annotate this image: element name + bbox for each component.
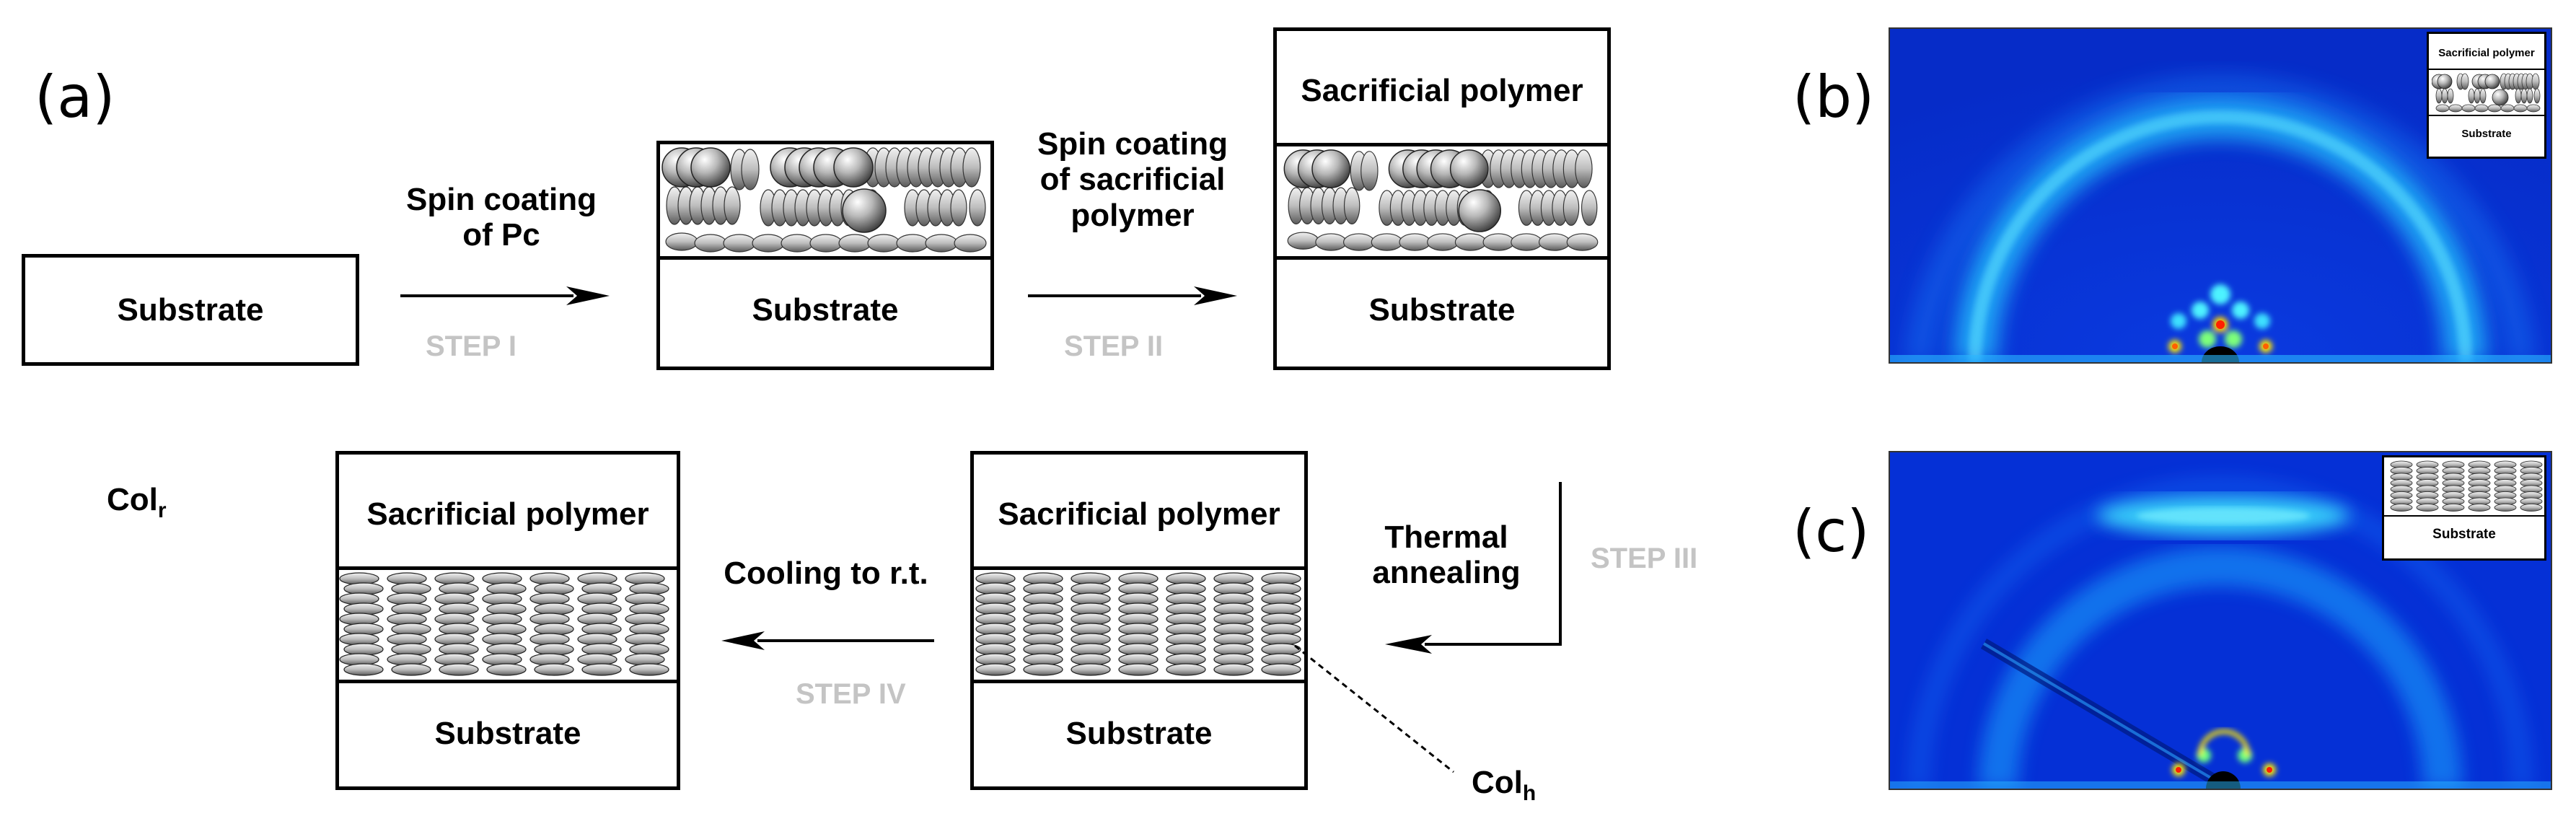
- polymer-divider: [339, 566, 677, 570]
- substrate-label: Substrate: [1065, 716, 1213, 751]
- disc-molecule: [2390, 504, 2413, 512]
- disordered-pc-illustration: [661, 147, 987, 253]
- substrate-divider: [660, 256, 990, 260]
- step3-arrow: [1385, 482, 1562, 654]
- substrate-label: Substrate: [752, 292, 899, 328]
- disc-molecule: [343, 663, 384, 676]
- step1-caption: Spin coating of Pc: [406, 182, 597, 253]
- substrate-label: Substrate: [1368, 292, 1516, 328]
- substrate-divider: [1277, 256, 1607, 260]
- giwaxs-pattern-c: Substrate: [1889, 451, 2552, 790]
- panel-label-c: (c): [1793, 498, 1870, 565]
- ordered-colh-layer: [974, 570, 1304, 678]
- colr-columns-illustration: [339, 572, 669, 676]
- giwaxs-image-c: [1890, 452, 2551, 789]
- pc-on-substrate-box: Substrate: [656, 141, 994, 370]
- sacrificial-polymer-label: Sacrificial polymer: [998, 496, 1280, 532]
- step1-label: STEP I: [426, 330, 516, 362]
- giwaxs-image-b: [1890, 29, 2551, 362]
- disc-molecule: [1213, 663, 1254, 676]
- annealed-colh-box: Sacrificial polymer Substrate: [970, 451, 1308, 790]
- substrate-divider: [974, 680, 1304, 683]
- step2-label: STEP II: [1064, 330, 1164, 362]
- sacrificial-polymer-label: Sacrificial polymer: [1301, 73, 1583, 108]
- inset-b-substrate-label: Substrate: [2461, 128, 2512, 140]
- inset-c: Substrate: [2382, 455, 2546, 561]
- polymer-divider: [974, 566, 1304, 570]
- disc-molecule: [534, 663, 574, 676]
- ordered-colr-layer: [339, 570, 677, 678]
- disordered-pc-illustration: [1283, 149, 1599, 251]
- disc-molecule: [2416, 504, 2439, 512]
- inset-c-columns: [2390, 460, 2543, 512]
- step4-caption: Cooling to r.t.: [724, 556, 928, 591]
- step3-caption: Thermal annealing: [1372, 519, 1521, 591]
- col-r-subscript: r: [157, 498, 167, 522]
- cooled-colr-box: Sacrificial polymer Substrate: [335, 451, 680, 790]
- disc-molecule: [2442, 504, 2465, 512]
- panel-label-b: (b): [1793, 63, 1875, 131]
- polymer-divider: [1277, 143, 1607, 146]
- panel-label-a: (a): [35, 63, 115, 131]
- disc-molecule: [1071, 663, 1111, 676]
- disc-molecule: [486, 663, 527, 676]
- disc-molecule: [629, 663, 669, 676]
- disc-molecule: [439, 663, 479, 676]
- disc-molecule: [581, 663, 622, 676]
- substrate-label: Substrate: [117, 292, 264, 328]
- disordered-pc-layer: [660, 144, 990, 256]
- substrate-divider: [339, 680, 677, 683]
- sacrificial-polymer-label: Sacrificial polymer: [366, 496, 649, 532]
- colh-leader-line: [1294, 644, 1454, 773]
- disc-molecule: [975, 663, 1016, 676]
- step4-label: STEP IV: [796, 678, 906, 710]
- disordered-pc-layer: [1277, 146, 1607, 255]
- inset-b-polymer-label: Sacrificial polymer: [2438, 47, 2535, 59]
- inset-c-substrate-label: Substrate: [2432, 527, 2496, 542]
- disc-molecule: [2468, 504, 2491, 512]
- disc-molecule: [1118, 663, 1159, 676]
- disc-molecule: [391, 663, 431, 676]
- substrate-label: Substrate: [434, 716, 581, 751]
- disc-molecule: [2520, 504, 2543, 512]
- colh-columns-illustration: [975, 572, 1301, 676]
- disc-molecule: [2494, 504, 2517, 512]
- step3-label: STEP III: [1591, 543, 1698, 574]
- disc-molecule: [1261, 663, 1301, 676]
- step1-arrow: [400, 286, 610, 305]
- step2-caption: Spin coating of sacrificial polymer: [1037, 126, 1228, 233]
- bare-substrate-box: Substrate: [22, 254, 359, 366]
- disc-molecule: [1166, 663, 1206, 676]
- step4-arrow: [721, 631, 934, 650]
- disc-molecule: [1023, 663, 1063, 676]
- col-h-subscript: h: [1522, 781, 1537, 805]
- col-r-label: Colr: [107, 482, 167, 522]
- polymer-coated-box: Sacrificial polymer: [1273, 27, 1611, 370]
- inset-b: Sacrificial polymer: [2427, 32, 2546, 159]
- inset-b-molecules: [2432, 73, 2541, 113]
- giwaxs-pattern-b: Sacrificial polymer: [1889, 27, 2552, 364]
- col-h-label: Colh: [1472, 765, 1537, 805]
- step2-arrow: [1028, 286, 1237, 305]
